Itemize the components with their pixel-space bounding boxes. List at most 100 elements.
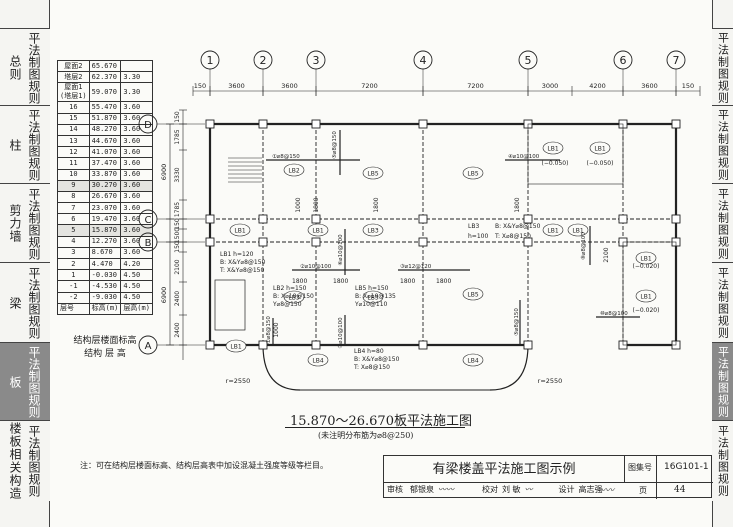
slab-tag [462, 287, 484, 301]
slab-tag [283, 163, 305, 177]
column [523, 237, 533, 247]
slab-label: LB1 [640, 256, 651, 263]
slab-elevation: (−0.020) [633, 307, 660, 314]
rebar-label: ⑤⌀8@150 [332, 131, 338, 159]
column [418, 340, 428, 350]
left-tab-2[interactable]: 剪力墙平法制图规则 [0, 183, 50, 263]
slab-tag [307, 223, 329, 237]
column [311, 237, 321, 247]
axis-label: D [144, 120, 152, 131]
slab-label: LB1 [234, 228, 245, 235]
right-tab-5[interactable]: 平法制图规则 [712, 420, 733, 501]
slab-label: LB1 [312, 228, 323, 235]
slab-tag [567, 223, 589, 237]
slab-tag [225, 339, 247, 353]
column [671, 119, 681, 129]
slab-tag [229, 223, 251, 237]
page-number: 44 [674, 485, 686, 495]
slab-tag [542, 141, 564, 155]
review-label: 审核 [387, 485, 403, 494]
level-cell: 3.60 [120, 213, 153, 226]
axis-label: B [145, 238, 152, 249]
rebar-label: ⑦⌀10@100 [337, 317, 344, 349]
level-cell: 62.370 [88, 71, 122, 84]
slab-note: B: X⌀10@135 [355, 293, 396, 300]
rebar-length: 1800 [373, 197, 380, 212]
dimension-text: 150 [194, 82, 206, 90]
level-cell: 3.60 [120, 123, 153, 136]
dimension-text: 150 [174, 111, 181, 123]
right-tab-label: 平法制图规则 [716, 346, 730, 418]
column [523, 214, 533, 224]
slab-tag [283, 290, 305, 304]
level-cell: 3.60 [120, 202, 153, 215]
column [258, 214, 268, 224]
slab-note: T: X⌀8@150 [494, 233, 531, 240]
column [418, 119, 428, 129]
right-tab-label: 平法制图规则 [716, 109, 730, 181]
slab-note: Y⌀10@110 [354, 301, 388, 308]
axis-label: 7 [673, 54, 680, 67]
slab-label: LB4 [312, 358, 323, 365]
slab-label: LB5 [467, 292, 478, 299]
dimension-text: 3600 [641, 82, 658, 90]
right-tab-4[interactable]: 平法制图规则 [712, 342, 733, 421]
curved-slab-edge [262, 344, 301, 391]
rebar-label: ⑩⌀8@100 [600, 310, 628, 317]
level-cell: 26.670 [88, 190, 122, 204]
level-cell: 7 [57, 202, 90, 215]
rebar-length: 1800 [333, 278, 348, 285]
axis-label: 4 [420, 54, 427, 67]
left-tab-side: 平法制图规则 [27, 425, 41, 497]
dimension-text: 3330 [174, 167, 181, 182]
slab-label: LB1 [547, 228, 558, 235]
slab-note: T: X&Y⌀8@150 [219, 267, 264, 274]
level-header-cell: 层号 [57, 302, 90, 315]
right-tab-3[interactable]: 平法制图规则 [712, 262, 733, 343]
curved-slab-edge [489, 344, 529, 391]
right-tab-2[interactable]: 平法制图规则 [712, 183, 733, 263]
axis-label: 6 [620, 54, 627, 67]
column [205, 214, 215, 224]
level-cell: 3.30 [120, 82, 153, 103]
left-tab-main: 总则 [8, 54, 22, 81]
slab-label: LB1 [640, 294, 651, 301]
rebar-label: ②⌀10@100 [300, 263, 332, 270]
right-tab-0[interactable]: 平法制图规则 [712, 28, 733, 106]
left-tab-side: 平法制图规则 [27, 267, 41, 339]
column [258, 119, 268, 129]
left-tab-3[interactable]: 梁平法制图规则 [0, 262, 50, 343]
left-tab-side: 平法制图规则 [27, 109, 41, 181]
axis-label: C [145, 215, 152, 226]
left-tab-4[interactable]: 板平法制图规则 [0, 342, 50, 421]
slab-note: T: X⌀8@150 [353, 364, 390, 371]
designer: 高志强 [578, 485, 603, 494]
checker: 刘 敏 [502, 485, 521, 494]
column [418, 214, 428, 224]
level-cell: 4 [57, 235, 90, 248]
left-tab-5[interactable]: 楼板相关构造平法制图规则 [0, 420, 50, 501]
slab-tag [635, 289, 657, 303]
radius-text: r=2550 [226, 377, 251, 385]
right-tab-label: 平法制图规则 [716, 187, 730, 260]
slab-tag [362, 290, 384, 304]
dimension-text: 2100 [174, 259, 181, 274]
dimension-text: 1785 [174, 202, 181, 217]
left-tab-1[interactable]: 柱平法制图规则 [0, 105, 50, 184]
slab-note: B: X&Y⌀8@150 [495, 223, 541, 230]
slab-tag [589, 141, 611, 155]
dimension-text: 150 [174, 218, 181, 230]
column [523, 340, 533, 350]
slab-note: LB2 h=150 [273, 285, 307, 292]
reviewer: 郁银泉 [410, 485, 434, 494]
slab-label: LB5 [467, 171, 478, 178]
dimension-text: 7200 [467, 82, 484, 90]
left-tab-0[interactable]: 总则平法制图规则 [0, 28, 50, 106]
right-tab-1[interactable]: 平法制图规则 [712, 105, 733, 184]
dimension-text: 1785 [174, 129, 181, 144]
rebar-length: 1800 [514, 197, 521, 212]
reviewer-signature: 〰〰 [438, 485, 454, 494]
